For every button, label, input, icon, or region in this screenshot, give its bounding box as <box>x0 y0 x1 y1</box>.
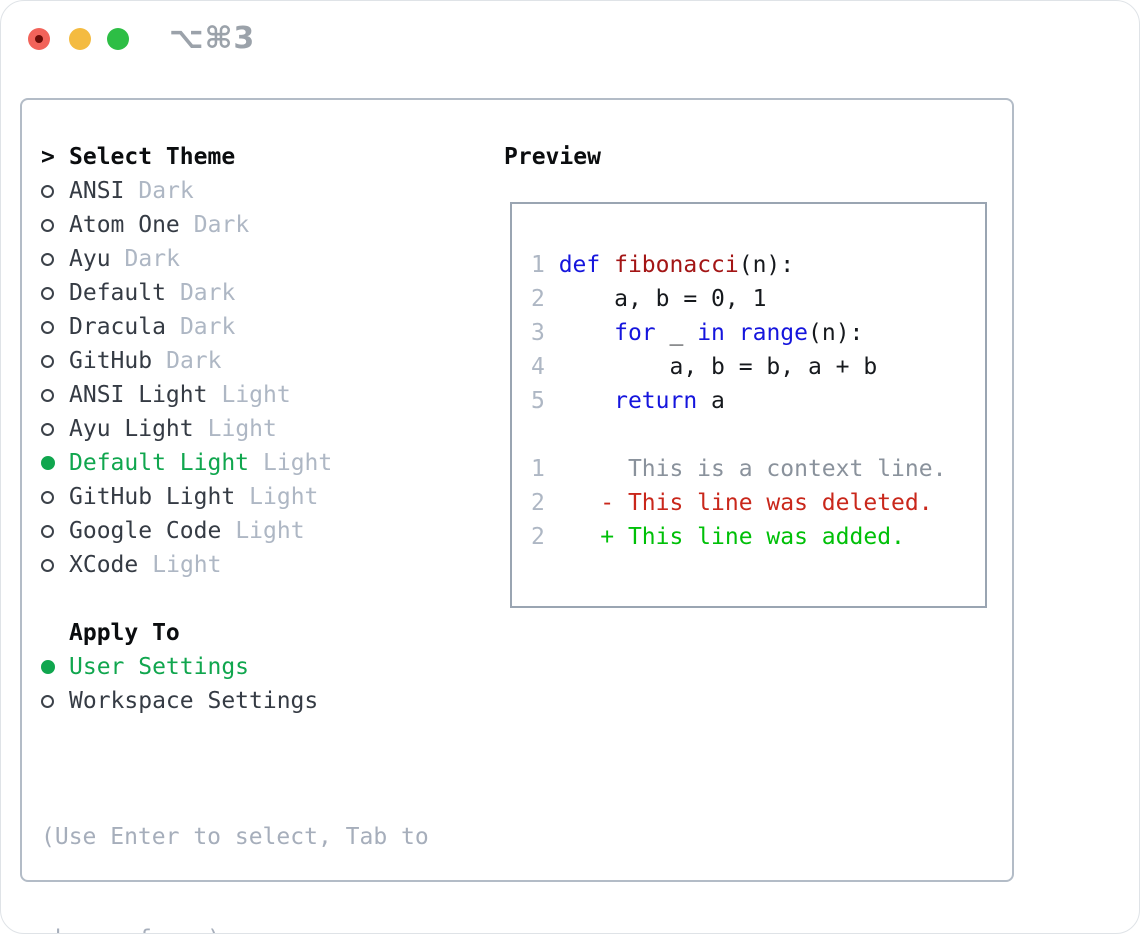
apply-to-title: Apply To <box>69 620 180 646</box>
preview-line-8: 2 - This line was deleted. <box>531 490 933 516</box>
help-line-2: change focus) <box>41 922 504 933</box>
option-variant-label: Light <box>249 484 319 510</box>
radio-icon <box>41 422 69 436</box>
minimize-button[interactable] <box>69 28 91 50</box>
preview-line-9: 2 + This line was added. <box>531 524 905 550</box>
option-label: XCode <box>69 552 139 578</box>
preview-box: 1 def fibonacci(n): 2 a, b = 0, 1 3 for _ … <box>510 202 987 608</box>
theme-option-xcode[interactable]: XCode Light <box>22 548 504 582</box>
theme-option-default-light[interactable]: Default Light Light <box>22 446 504 480</box>
theme-option-default[interactable]: Default Dark <box>22 276 504 310</box>
close-dot-icon <box>35 35 43 43</box>
option-label: GitHub <box>69 348 153 374</box>
radio-selected-icon <box>41 456 69 470</box>
option-variant-label: Light <box>263 450 333 476</box>
theme-option-github-light[interactable]: GitHub Light Light <box>22 480 504 514</box>
radio-icon <box>41 218 69 232</box>
radio-icon <box>41 694 69 708</box>
option-variant-label: Dark <box>124 246 180 272</box>
zoom-button[interactable] <box>107 28 129 50</box>
select-theme-header: > Select Theme <box>22 140 504 174</box>
radio-icon <box>41 184 69 198</box>
help-text: (Use Enter to select, Tab to change focu… <box>22 752 504 933</box>
option-label: Default <box>69 280 166 306</box>
preview-line-4: 4 a, b = b, a + b <box>531 354 878 380</box>
theme-option-github[interactable]: GitHub Dark <box>22 344 504 378</box>
option-label: GitHub Light <box>69 484 236 510</box>
window-titlebar: ⌥⌘3 <box>1 1 1139 98</box>
apply-to-header: Apply To <box>22 616 504 650</box>
theme-option-ayu[interactable]: Ayu Dark <box>22 242 504 276</box>
option-variant-label: Dark <box>166 348 222 374</box>
radio-icon <box>41 388 69 402</box>
option-label: Workspace Settings <box>69 688 319 714</box>
radio-icon <box>41 558 69 572</box>
option-label: ANSI Light <box>69 382 208 408</box>
option-label: Ayu <box>69 246 111 272</box>
theme-option-dracula[interactable]: Dracula Dark <box>22 310 504 344</box>
preview-column: Preview 1 def fibonacci(n): 2 a, b = 0, 1… <box>504 140 1012 608</box>
option-label: Ayu Light <box>69 416 194 442</box>
radio-selected-icon <box>41 660 69 674</box>
theme-option-ansi-light[interactable]: ANSI Light Light <box>22 378 504 412</box>
theme-option-ansi[interactable]: ANSI Dark <box>22 174 504 208</box>
close-button[interactable] <box>28 28 50 50</box>
radio-icon <box>41 354 69 368</box>
option-variant-label: Light <box>152 552 222 578</box>
window-title: ⌥⌘3 <box>169 21 256 56</box>
option-label: Default Light <box>69 450 250 476</box>
option-label: User Settings <box>69 654 250 680</box>
option-variant-label: Dark <box>179 280 236 306</box>
preview-title: Preview <box>504 144 601 170</box>
preview-line-3: 3 for _ in range(n): <box>531 320 864 346</box>
preview-line-7: 1 This is a context line. <box>531 456 947 482</box>
radio-icon <box>41 524 69 538</box>
cursor-icon: > <box>41 144 55 170</box>
option-variant-label: Light <box>235 518 305 544</box>
select-theme-title: Select Theme <box>69 144 236 170</box>
help-line-1: (Use Enter to select, Tab to <box>41 824 429 850</box>
option-label: Dracula <box>69 314 166 340</box>
preview-line-6 <box>531 418 985 452</box>
option-variant-label: Dark <box>193 212 250 238</box>
option-label: Atom One <box>69 212 180 238</box>
preview-line-1: 1 def fibonacci(n): <box>531 252 795 278</box>
option-label: ANSI <box>69 178 125 204</box>
theme-option-google-code[interactable]: Google Code Light <box>22 514 504 548</box>
radio-icon <box>41 252 69 266</box>
option-variant-label: Dark <box>138 178 194 204</box>
option-variant-label: Light <box>221 382 291 408</box>
apply-option-workspace-settings[interactable]: Workspace Settings <box>22 684 504 718</box>
preview-header: Preview <box>504 140 1012 174</box>
theme-option-ayu-light[interactable]: Ayu Light Light <box>22 412 504 446</box>
option-variant-label: Light <box>207 416 277 442</box>
apply-option-user-settings[interactable]: User Settings <box>22 650 504 684</box>
option-variant-label: Dark <box>179 314 236 340</box>
preview-line-2: 2 a, b = 0, 1 <box>531 286 767 312</box>
radio-icon <box>41 490 69 504</box>
radio-icon <box>41 286 69 300</box>
theme-option-atom-one[interactable]: Atom One Dark <box>22 208 504 242</box>
preview-line-5: 5 return a <box>531 388 725 414</box>
option-label: Google Code <box>69 518 222 544</box>
radio-icon <box>41 320 69 334</box>
